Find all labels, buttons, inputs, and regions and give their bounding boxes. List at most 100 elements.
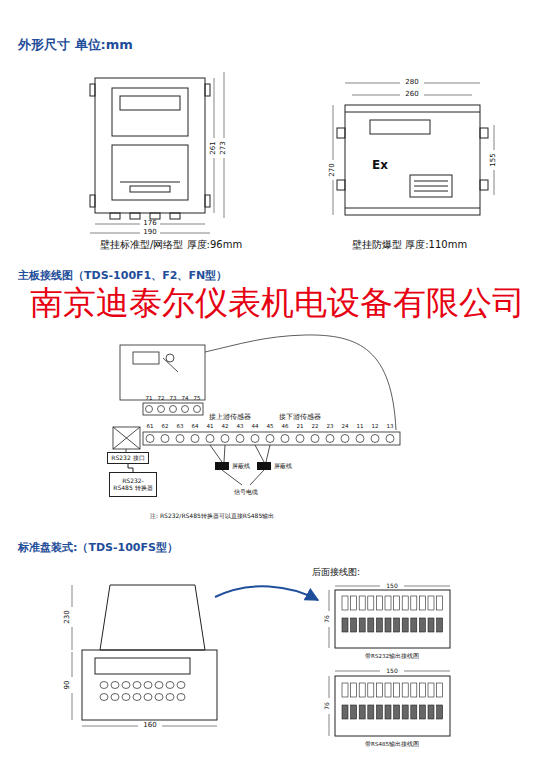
rear-terminal (394, 618, 400, 632)
key (111, 682, 119, 689)
label: 280 (405, 79, 418, 87)
label: 62 (162, 423, 169, 429)
terminal (158, 406, 165, 413)
rear-terminal (385, 618, 391, 632)
rear-terminal (376, 618, 382, 632)
rear-terminal (437, 618, 443, 632)
label: Ex (372, 159, 388, 172)
terminal-screws (146, 406, 395, 443)
terminal (386, 435, 394, 443)
rear-terminal (411, 618, 417, 632)
label: 270 (329, 162, 337, 177)
label: 22 (312, 423, 319, 429)
rear-terminal (428, 705, 434, 719)
rear-terminal (368, 683, 374, 697)
rear-terminal (376, 683, 382, 697)
key (100, 682, 108, 689)
label: 接下游传感器 (279, 414, 321, 422)
label: 13 (387, 423, 394, 429)
rear-terminal (402, 683, 408, 697)
dimension-lines (72, 72, 494, 736)
rear-terminal (359, 683, 365, 697)
label: 带RS485输出接线图 (365, 741, 419, 747)
panel-meter (82, 585, 450, 736)
rear-terminal (419, 683, 425, 697)
node-text: RS232 接口 (111, 454, 145, 461)
main-board (113, 335, 400, 485)
rear-terminal (428, 596, 434, 610)
rear-terminal (376, 705, 382, 719)
rear-terminal (437, 683, 443, 697)
label: 71 (146, 395, 153, 401)
rear-terminal (359, 596, 365, 610)
label: 261 (210, 140, 218, 155)
key (166, 694, 174, 701)
label: 壁挂标准型/网络型 厚度:96mm (100, 239, 242, 250)
label: 主板接线图（TDS-100F1、F2、FN型） (18, 270, 227, 282)
label: 43 (237, 423, 244, 429)
label: 63 (177, 423, 184, 429)
label: 42 (222, 423, 229, 429)
key (122, 694, 130, 701)
key (100, 694, 108, 701)
terminal (170, 406, 177, 413)
terminal (146, 435, 154, 443)
rear-terminal (385, 596, 391, 610)
label: 壁挂防爆型 厚度:110mm (352, 239, 467, 250)
wall-enclosure (90, 78, 210, 219)
label: 72 (158, 395, 165, 401)
label: 后面接线图: (312, 568, 360, 578)
label: 44 (252, 423, 259, 429)
rear-terminal (394, 705, 400, 719)
label: 屏蔽线 (274, 463, 292, 470)
rear-terminal (351, 683, 357, 697)
rear-terminal (368, 618, 374, 632)
rear-terminal (359, 705, 365, 719)
terminal (371, 435, 379, 443)
key (144, 694, 152, 701)
rear-terminal (411, 705, 417, 719)
rear-terminal (351, 596, 357, 610)
label: 230 (64, 609, 72, 624)
rear-terminal (368, 596, 374, 610)
terminal (206, 435, 214, 443)
terminal (176, 435, 184, 443)
transducers (215, 462, 271, 470)
key (133, 694, 141, 701)
terminal (356, 435, 364, 443)
label: 76 (324, 614, 331, 624)
rear-terminal (342, 596, 348, 610)
label: 74 (182, 395, 189, 401)
rear-terminal (402, 705, 408, 719)
terminal (251, 435, 259, 443)
key (144, 682, 152, 689)
cable (128, 464, 133, 472)
label: 屏蔽线 (232, 463, 250, 470)
rear-terminal (351, 618, 357, 632)
rear-terminal (376, 596, 382, 610)
terminal (191, 435, 199, 443)
rear-terminal (411, 596, 417, 610)
terminal (146, 406, 153, 413)
label: 160 (143, 722, 156, 730)
label: 46 (282, 423, 289, 429)
label: 75 (194, 395, 201, 401)
terminal (311, 435, 319, 443)
key (166, 682, 174, 689)
label: 标准盘装式:（TDS-100FS型） (18, 542, 178, 554)
key (155, 694, 163, 701)
rear-terminal (385, 683, 391, 697)
label: 11 (357, 423, 364, 429)
label: 接上游传感器 (209, 414, 251, 422)
label: 155 (490, 152, 498, 167)
rear-terminal (428, 618, 434, 632)
label: 90 (64, 680, 72, 691)
label: 21 (297, 423, 304, 429)
label: 信号电缆 (234, 489, 258, 496)
rear-terminal (419, 705, 425, 719)
terminal (296, 435, 304, 443)
label: 41 (207, 423, 214, 429)
watermark: 南京迪泰尔仪表机电设备有限公司 (30, 285, 525, 321)
label: 23 (327, 423, 334, 429)
